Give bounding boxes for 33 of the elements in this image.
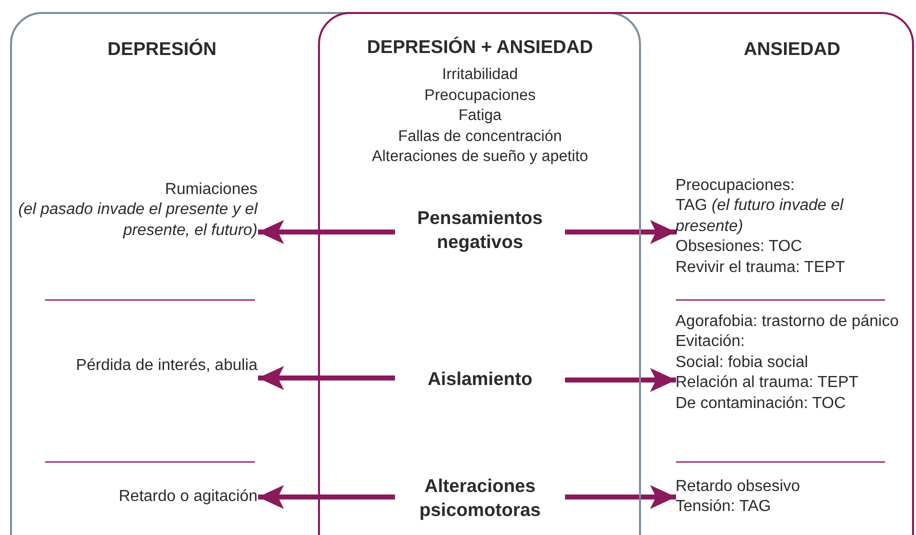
column-heading: ANSIEDAD	[742, 38, 842, 60]
symptom-text: Irritabilidad	[441, 65, 519, 85]
arrow	[258, 366, 395, 390]
symptom-text: Agorafobia: trastorno de pánico	[676, 312, 900, 332]
symptom-text: Fatiga	[457, 106, 503, 126]
symptom-text: Relación al trauma: TEPT	[676, 373, 860, 393]
category-label: Aislamiento	[426, 367, 534, 391]
symptom-text: Evitación:	[676, 332, 746, 352]
symptom-text: Preocupaciones	[423, 86, 537, 106]
symptom-text: Tensión: TAG	[676, 497, 772, 517]
symptom-text: TAG (el futuro invade el presente)	[676, 196, 845, 236]
symptom-text: De contaminación: TOC	[676, 394, 847, 414]
column-heading: DEPRESIÓN	[106, 38, 218, 60]
category-label: Pensamientos negativos	[416, 206, 544, 254]
symptom-text: Revivir el trauma: TEPT	[676, 258, 846, 278]
symptom-text: Retardo obsesivo	[676, 476, 802, 496]
arrow	[565, 368, 676, 392]
column-frame	[318, 12, 914, 535]
arrow	[258, 485, 395, 509]
arrow	[565, 485, 676, 509]
category-label: Alteraciones psicomotoras	[418, 474, 542, 522]
symptom-text: Retardo o agitación	[118, 486, 258, 506]
arrow	[565, 220, 676, 244]
symptom-text: Fallas de concentración	[397, 126, 563, 146]
column-heading: DEPRESIÓN + ANSIEDAD	[366, 36, 594, 58]
symptom-text: Alteraciones de sueño y apetito	[370, 147, 590, 167]
symptom-text: Pérdida de interés, abulia	[75, 356, 258, 376]
column-frame	[10, 12, 641, 535]
symptom-text: Rumiaciones (el pasado invade el presente y el presente, el futuro)	[17, 180, 258, 240]
symptom-text: Social: fobia social	[676, 352, 810, 372]
symptom-text: Preocupaciones:	[676, 176, 796, 196]
arrow	[258, 220, 395, 244]
symptom-text: Obsesiones: TOC	[676, 237, 804, 257]
